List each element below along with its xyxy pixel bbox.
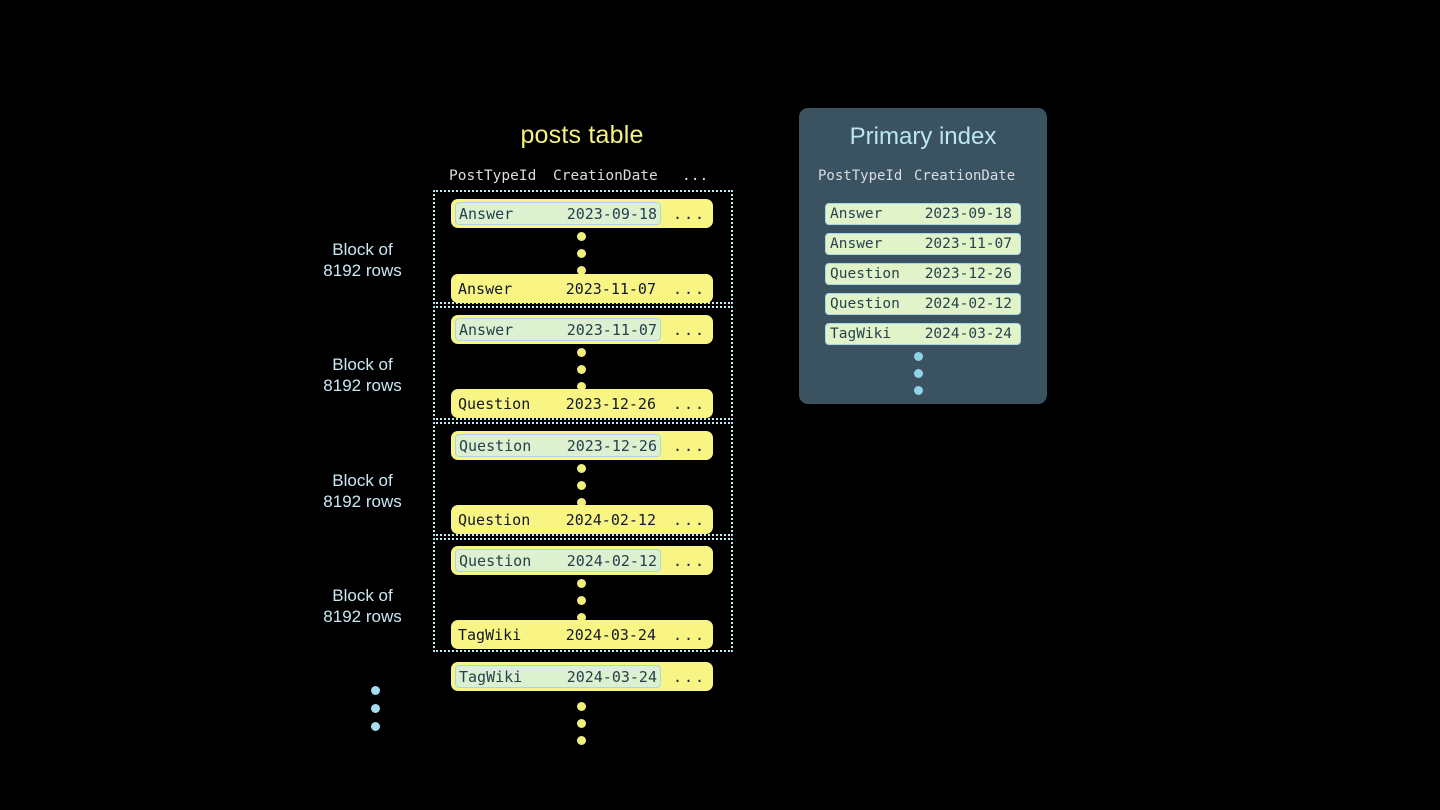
block-label-4-line2: 8192 rows (323, 607, 402, 626)
index-cell-creationdate: 2023-11-07 (924, 236, 1012, 252)
cell-posttypeid: Answer (459, 204, 514, 223)
row-cells: Answer 2023-11-07 (455, 277, 659, 300)
table-row: Question 2023-12-26 ... (451, 431, 713, 460)
index-row: Question 2023-12-26 (825, 263, 1021, 285)
vertical-ellipsis-icon (577, 702, 586, 745)
index-row: Answer 2023-11-07 (825, 233, 1021, 255)
index-column-header-creationdate: CreationDate (914, 168, 1016, 184)
block-frame-4 (433, 538, 733, 652)
cell-posttypeid: Question (459, 436, 532, 455)
vertical-ellipsis-icon (577, 232, 586, 275)
row-highlight-box: TagWiki 2024-03-24 (455, 665, 661, 688)
block-label-1-line1: Block of (332, 240, 393, 259)
block-label-3-line1: Block of (332, 471, 393, 490)
cell-creationdate: 2023-12-26 (566, 436, 657, 455)
cell-more: ... (673, 204, 707, 223)
row-cells: Question 2023-12-26 (455, 392, 659, 415)
cell-posttypeid: Question (458, 394, 531, 413)
column-header-more: ... (682, 168, 709, 184)
primary-index-title: Primary index (849, 123, 997, 150)
index-cell-creationdate: 2023-09-18 (924, 206, 1012, 222)
block-label-1: Block of 8192 rows (300, 239, 425, 281)
row-cells: TagWiki 2024-03-24 (455, 623, 659, 646)
table-row: Answer 2023-11-07 ... (451, 315, 713, 344)
index-column-header-posttypeid: PostTypeId (818, 168, 903, 184)
table-row: Question 2024-02-12 ... (451, 505, 713, 534)
vertical-ellipsis-icon (577, 348, 586, 391)
posts-table-column-headers: PostTypeId CreationDate ... (449, 166, 714, 186)
table-row: Answer 2023-11-07 ... (451, 274, 713, 303)
index-cell-posttypeid: Question (830, 266, 900, 282)
index-cell-creationdate: 2024-02-12 (924, 296, 1012, 312)
cell-creationdate: 2024-03-24 (565, 625, 656, 644)
cell-creationdate: 2023-11-07 (565, 279, 656, 298)
block-label-3-line2: 8192 rows (323, 492, 402, 511)
cell-creationdate: 2023-12-26 (565, 394, 656, 413)
cell-posttypeid: TagWiki (459, 667, 523, 686)
cell-creationdate: 2023-11-07 (566, 320, 657, 339)
primary-index-column-headers: PostTypeId CreationDate (818, 166, 1028, 186)
block-label-4-line1: Block of (332, 586, 393, 605)
column-header-creationdate: CreationDate (553, 168, 658, 184)
block-label-3: Block of 8192 rows (300, 470, 425, 512)
row-highlight-box: Answer 2023-09-18 (455, 202, 661, 225)
vertical-ellipsis-icon (577, 579, 586, 622)
index-cell-posttypeid: Question (830, 296, 900, 312)
block-frame-1 (433, 190, 733, 304)
index-cell-posttypeid: Answer (830, 206, 883, 222)
cell-posttypeid: TagWiki (458, 625, 522, 644)
cell-more: ... (673, 320, 707, 339)
index-cell-posttypeid: Answer (830, 236, 883, 252)
row-highlight-box: Answer 2023-11-07 (455, 318, 661, 341)
column-header-posttypeid: PostTypeId (449, 168, 537, 184)
index-cell-creationdate: 2024-03-24 (924, 326, 1012, 342)
index-row: Answer 2023-09-18 (825, 203, 1021, 225)
cell-posttypeid: Question (459, 551, 532, 570)
cell-creationdate: 2023-09-18 (566, 204, 657, 223)
vertical-ellipsis-icon (914, 352, 923, 395)
block-label-2-line2: 8192 rows (323, 376, 402, 395)
block-label-4: Block of 8192 rows (300, 585, 425, 627)
posts-table-title: posts table (520, 121, 644, 149)
cell-more: ... (673, 510, 707, 529)
block-label-1-line2: 8192 rows (323, 261, 402, 280)
table-row: Question 2023-12-26 ... (451, 389, 713, 418)
block-frame-3 (433, 422, 733, 536)
row-cells: Question 2024-02-12 (455, 508, 659, 531)
block-frame-2 (433, 306, 733, 420)
cell-creationdate: 2024-02-12 (566, 551, 657, 570)
cell-creationdate: 2024-02-12 (565, 510, 656, 529)
cell-more: ... (673, 436, 707, 455)
cell-more: ... (673, 279, 707, 298)
index-cell-posttypeid: TagWiki (830, 326, 892, 342)
cell-posttypeid: Answer (459, 320, 514, 339)
cell-more: ... (673, 394, 707, 413)
primary-index-panel (799, 108, 1047, 404)
cell-posttypeid: Answer (458, 279, 513, 298)
cell-posttypeid: Question (458, 510, 531, 529)
table-row-trailing: TagWiki 2024-03-24 ... (451, 662, 713, 691)
index-row: Question 2024-02-12 (825, 293, 1021, 315)
table-row: Answer 2023-09-18 ... (451, 199, 713, 228)
vertical-ellipsis-icon (577, 464, 586, 507)
row-highlight-box: Question 2023-12-26 (455, 434, 661, 457)
table-row: Question 2024-02-12 ... (451, 546, 713, 575)
vertical-ellipsis-icon (371, 686, 380, 731)
table-row: TagWiki 2024-03-24 ... (451, 620, 713, 649)
index-cell-creationdate: 2023-12-26 (924, 266, 1012, 282)
block-label-2-line1: Block of (332, 355, 393, 374)
index-row: TagWiki 2024-03-24 (825, 323, 1021, 345)
cell-more: ... (673, 551, 707, 570)
row-highlight-box: Question 2024-02-12 (455, 549, 661, 572)
cell-more: ... (673, 667, 707, 686)
block-label-2: Block of 8192 rows (300, 354, 425, 396)
cell-creationdate: 2024-03-24 (566, 667, 657, 686)
cell-more: ... (673, 625, 707, 644)
